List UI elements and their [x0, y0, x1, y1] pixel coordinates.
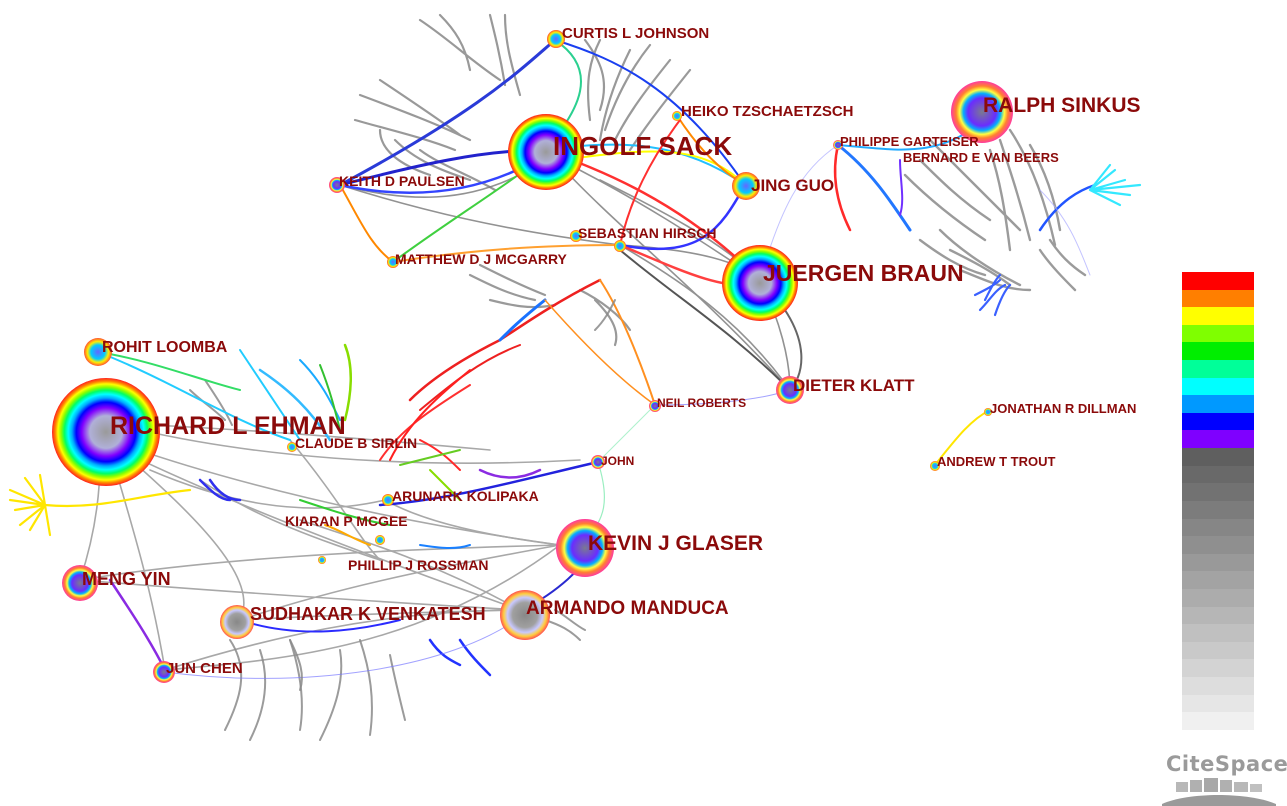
label-philippe: PHILIPPE GARTEISER [840, 134, 979, 149]
node-matthew[interactable] [387, 256, 399, 268]
node-armando[interactable] [500, 590, 550, 640]
label-heiko: HEIKO TZSCHAETZSCH [681, 103, 854, 120]
node-claude[interactable] [287, 442, 297, 452]
legend-band-color [1182, 272, 1254, 290]
node-jingguo[interactable] [732, 172, 760, 200]
node-richard[interactable] [52, 378, 160, 486]
label-claude: CLAUDE B SIRLIN [295, 435, 417, 451]
legend-band-color [1182, 395, 1254, 413]
legend-band-color [1182, 307, 1254, 325]
legend-band-color [1182, 360, 1254, 378]
label-sudhakar: SUDHAKAR K VENKATESH [250, 604, 486, 624]
legend-band-gray [1182, 483, 1254, 501]
node-keith[interactable] [329, 177, 345, 193]
label-keith: KEITH D PAULSEN [339, 173, 465, 189]
legend-band-gray [1182, 536, 1254, 554]
label-john: JOHN [601, 454, 634, 468]
label-jun: JUN CHEN [166, 660, 243, 677]
node-philippe[interactable] [833, 140, 843, 150]
label-dieter: DIETER KLATT [793, 376, 915, 395]
node-neil[interactable] [649, 400, 661, 412]
label-arunark: ARUNARK KOLIPAKA [392, 488, 539, 504]
node-curtis[interactable] [547, 30, 565, 48]
label-jonathan: JONATHAN R DILLMAN [990, 401, 1136, 416]
label-bernard: BERNARD E VAN BEERS [903, 150, 1059, 165]
node-jonathan[interactable] [984, 408, 992, 416]
node-jun[interactable] [153, 661, 175, 683]
node-rohit[interactable] [84, 338, 112, 366]
nodes [52, 30, 1013, 683]
legend-band-gray [1182, 659, 1254, 678]
node-dieter[interactable] [776, 376, 804, 404]
legend-band-gray [1182, 448, 1254, 466]
logo-bars-icon [1162, 778, 1276, 806]
legend-band-gray [1182, 465, 1254, 484]
label-jingguo: JING GUO [751, 176, 834, 195]
legend-band-gray [1182, 624, 1254, 642]
label-armando: ARMANDO MANDUCA [526, 598, 729, 619]
node-john[interactable] [591, 455, 605, 469]
label-curtis: CURTIS L JOHNSON [562, 25, 709, 42]
label-meng: MENG YIN [82, 569, 171, 589]
legend-band-gray [1182, 641, 1254, 660]
legend-band-gray [1182, 571, 1254, 589]
node-kiaran[interactable] [375, 535, 385, 545]
node-phillip[interactable] [318, 556, 326, 564]
legend-band-gray [1182, 677, 1254, 695]
legend-band-gray [1182, 518, 1254, 537]
legend-band-gray [1182, 694, 1254, 713]
node-sudhakar[interactable] [220, 605, 254, 639]
legend-band-gray [1182, 606, 1254, 625]
legend-band-gray [1182, 553, 1254, 572]
label-ralph: RALPH SINKUS [983, 94, 1141, 117]
label-neil: NEIL ROBERTS [657, 396, 746, 410]
node-sebastian-b [614, 240, 626, 252]
legend-band-color [1182, 412, 1254, 431]
node-arunark[interactable] [382, 494, 394, 506]
legend-band-color [1182, 324, 1254, 343]
node-ingolf[interactable] [508, 114, 584, 190]
citespace-logo: CiteSpace [1158, 750, 1287, 806]
node-juergen[interactable] [722, 245, 798, 321]
label-andrew: ANDREW T TROUT [937, 454, 1055, 469]
labels: CURTIS L JOHNSON HEIKO TZSCHAETZSCH INGO… [82, 25, 1141, 677]
label-phillip: PHILLIP J ROSSMAN [348, 557, 489, 573]
legend-band-gray [1182, 500, 1254, 519]
label-matthew: MATTHEW D J MCGARRY [395, 251, 568, 267]
label-richard: RICHARD L EHMAN [110, 412, 346, 440]
legend-band-color [1182, 342, 1254, 361]
label-rohit: ROHIT LOOMBA [102, 339, 228, 356]
legend-band-gray [1182, 712, 1254, 730]
logo-text: CiteSpace [1166, 752, 1287, 776]
label-kiaran: KIARAN P MCGEE [285, 513, 408, 529]
label-kevin: KEVIN J GLASER [588, 532, 763, 555]
time-color-legend [1182, 272, 1254, 730]
label-ingolf: INGOLF SACK [553, 131, 732, 161]
label-sebastian: SEBASTIAN HIRSCH [578, 225, 716, 241]
legend-band-color [1182, 430, 1254, 449]
legend-band-color [1182, 289, 1254, 308]
node-kevin[interactable] [556, 519, 614, 577]
label-juergen: JUERGEN BRAUN [763, 260, 964, 286]
node-ralph[interactable] [951, 81, 1013, 143]
legend-band-color [1182, 377, 1254, 396]
node-meng[interactable] [62, 565, 98, 601]
node-heiko[interactable] [672, 111, 682, 121]
legend-band-gray [1182, 588, 1254, 607]
node-andrew[interactable] [930, 461, 940, 471]
node-sebastian[interactable] [570, 230, 582, 242]
